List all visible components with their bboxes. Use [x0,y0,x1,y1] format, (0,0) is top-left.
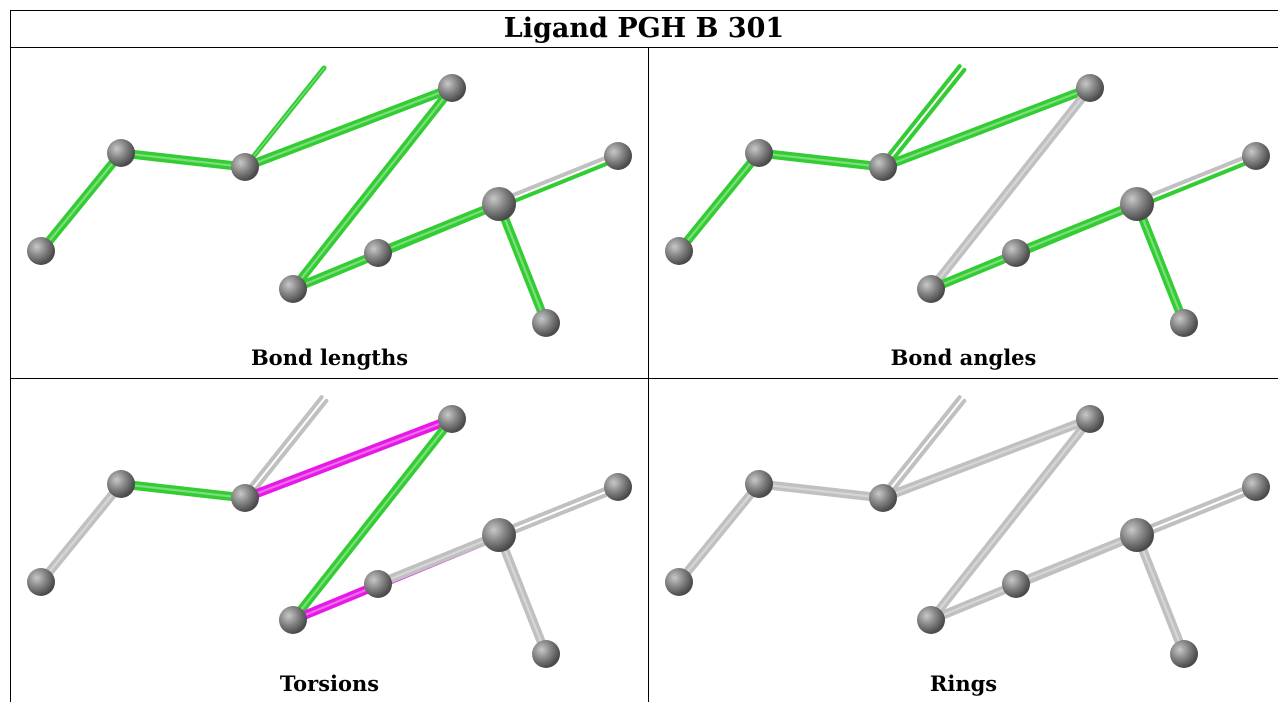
atom-a10 [1170,309,1198,337]
table-divider-title [10,47,1278,48]
atom-a3 [869,484,897,512]
atom-a9 [1002,570,1030,598]
atom-a6 [917,275,945,303]
atom-a7 [1120,187,1154,221]
atom-a7 [482,518,516,552]
table-divider-middle [10,378,1278,379]
atom-a9 [1002,239,1030,267]
bond [1133,482,1260,540]
panel-caption: Rings [929,671,998,696]
bond [754,479,888,503]
bond [878,64,967,171]
atom-a10 [532,309,560,337]
atom-a9 [364,239,392,267]
bond [926,414,1095,625]
table-border-left [10,10,11,702]
atom-a9 [364,570,392,598]
bond [495,151,622,209]
atom-a8 [1242,142,1270,170]
atom-a10 [1170,640,1198,668]
bond [242,65,327,170]
bond [288,83,457,294]
bond [36,479,126,587]
atom-a2 [745,139,773,167]
bond [373,530,504,589]
bond [373,199,504,258]
bond [495,482,622,540]
atom-a5 [438,405,466,433]
panel-bond-angles: Bond angles [649,48,1278,378]
atom-a1 [665,237,693,265]
bond [754,148,888,172]
bond [116,148,250,172]
atom-a3 [869,153,897,181]
bond [240,395,329,502]
bond [1133,151,1260,209]
bond [926,83,1095,294]
bond [674,479,764,587]
figure-table: Ligand PGH B 301 Bond lengths Bond angle… [10,10,1278,702]
atom-a8 [604,142,632,170]
bond [878,395,967,502]
panel-torsions: Torsions [11,379,648,702]
table-title: Ligand PGH B 301 [503,13,785,44]
panel-rings: Rings [649,379,1278,702]
bond [878,83,1095,172]
panel-caption: Bond angles [890,345,1037,370]
bond [1011,199,1142,258]
atom-a2 [745,470,773,498]
atom-a1 [665,568,693,596]
atom-a7 [482,187,516,221]
atom-a5 [1076,405,1104,433]
molecule-image [665,395,1270,668]
atom-a6 [279,275,307,303]
bond [494,530,551,659]
bond [288,414,457,625]
bond [240,414,457,503]
atom-a3 [231,153,259,181]
atom-a6 [279,606,307,634]
atom-a8 [1242,473,1270,501]
bond [116,479,250,503]
bond [1132,199,1189,328]
atom-a2 [107,470,135,498]
atom-a3 [231,484,259,512]
bond [878,414,1095,503]
molecule-image [27,395,632,668]
atom-a8 [604,473,632,501]
atom-a5 [438,74,466,102]
atom-a6 [917,606,945,634]
molecule-image [27,65,632,337]
bond [494,199,551,328]
table-divider-center [648,47,649,702]
atom-a5 [1076,74,1104,102]
panel-caption: Bond lengths [250,345,409,370]
bond [240,83,457,172]
atom-a1 [27,237,55,265]
bond [1132,530,1189,659]
panel-caption: Torsions [279,671,380,696]
bond [674,148,764,256]
panel-bond-lengths: Bond lengths [11,48,648,378]
atom-a1 [27,568,55,596]
molecule-image [665,64,1270,337]
table-border-top [10,10,1278,11]
atom-a7 [1120,518,1154,552]
atom-a2 [107,139,135,167]
bond [1011,530,1142,589]
bond [36,148,126,256]
atom-a10 [532,640,560,668]
